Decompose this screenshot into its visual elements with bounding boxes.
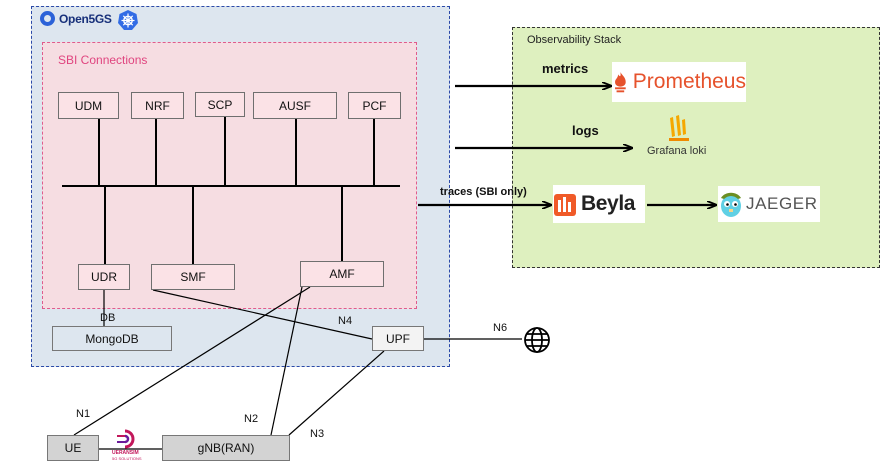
jaeger-gopher-icon [721, 192, 741, 217]
n2-label: N2 [244, 413, 259, 425]
open5gs-logo: Open5GS [40, 11, 112, 26]
upf-node: UPF [372, 326, 424, 351]
observability-title: Observability Stack [527, 34, 622, 46]
pcf-node: PCF [348, 92, 401, 119]
n4-label: N4 [338, 315, 353, 327]
scp-node: SCP [195, 92, 245, 117]
n4-link [152, 289, 373, 340]
ueransim-subtext: 5G SOLUTIONS [112, 456, 142, 461]
ue-node: UE [47, 435, 99, 461]
ueransim-text: UERANSIM [112, 450, 139, 456]
open5gs-ring-icon [40, 11, 55, 26]
jaeger-text: JAEGER [746, 194, 818, 213]
smf-node: SMF [151, 264, 235, 290]
logs-label: logs [572, 123, 599, 138]
globe-icon [524, 327, 550, 353]
loki-text: Grafana loki [647, 145, 707, 157]
db-label: DB [100, 312, 116, 324]
ueransim-logo: UERANSIM 5G SOLUTIONS [112, 428, 145, 464]
metrics-label: metrics [542, 61, 589, 76]
n6-label: N6 [493, 322, 508, 334]
open5gs-logo-text: Open5GS [59, 11, 112, 26]
amf-node: AMF [300, 261, 384, 287]
udr-node: UDR [78, 264, 130, 290]
sbi-connections-title: SBI Connections [58, 53, 148, 67]
jaeger-logo: JAEGER [718, 186, 820, 222]
gnb-node: gNB(RAN) [162, 435, 290, 461]
mongodb-node: MongoDB [52, 326, 172, 351]
prometheus-flame-icon [615, 72, 626, 93]
prometheus-logo: Prometheus [612, 62, 746, 102]
beyla-logo: Beyla [553, 185, 645, 223]
beyla-text: Beyla [581, 192, 636, 215]
loki-icon [669, 115, 689, 141]
grafana-loki-logo: Grafana loki [645, 114, 721, 162]
n2-link [270, 286, 303, 436]
n3-link [288, 350, 385, 436]
n1-link [73, 286, 311, 436]
nrf-node: NRF [131, 92, 184, 119]
beyla-icon [554, 194, 576, 216]
ausf-node: AUSF [253, 92, 337, 119]
prometheus-text: Prometheus [632, 70, 746, 93]
ueransim-icon [117, 429, 135, 449]
n3-label: N3 [310, 428, 325, 440]
n1-label: N1 [76, 408, 91, 420]
udm-node: UDM [58, 92, 119, 119]
traces-label: traces (SBI only) [440, 186, 527, 198]
kubernetes-helm-icon [118, 10, 138, 30]
